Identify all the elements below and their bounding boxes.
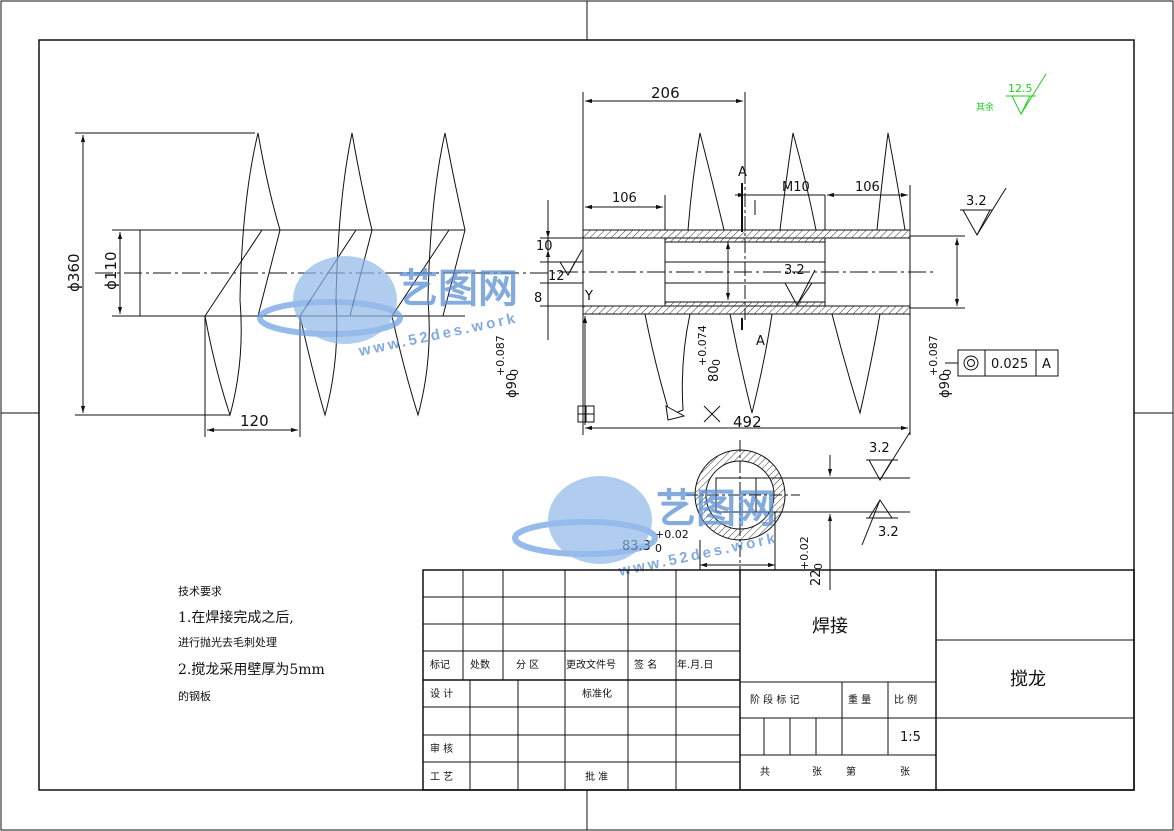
dim-d90-right: ϕ90 +0.087 0 <box>927 335 954 398</box>
tb-mark: 标记 <box>430 659 450 671</box>
section-a-top: A <box>738 165 747 180</box>
title-block <box>422 569 1135 791</box>
tb-count: 处数 <box>470 658 490 671</box>
watermark-logo-2 <box>512 476 658 564</box>
dim-d90-left: ϕ90 +0.087 0 <box>494 335 521 398</box>
tb-scale: 1:5 <box>900 730 921 745</box>
dim-106-left: 106 <box>612 191 637 206</box>
dim-d360: ϕ360 <box>65 253 83 292</box>
svg-text:0: 0 <box>710 359 723 366</box>
general-roughness <box>1006 73 1047 116</box>
tb-zone: 分 区 <box>516 659 539 671</box>
title-block-text: 标记 处数 分 区 更改文件号 签 名 年.月.日 设 计 标准化 审 核 工 … <box>430 616 1046 783</box>
roughness-right: 3.2 <box>966 194 987 209</box>
tb-material: 焊接 <box>812 616 848 637</box>
tb-design: 设 计 <box>430 687 453 700</box>
dim-12: 12 <box>548 269 565 284</box>
roughness-sec-top: 3.2 <box>869 441 890 456</box>
roughness-other-value: 12.5 <box>1008 82 1033 95</box>
svg-text:0: 0 <box>941 369 954 376</box>
requirements-line2: 进行抛光去毛刺处理 <box>178 635 277 649</box>
dim-206: 206 <box>651 84 680 102</box>
svg-text:0: 0 <box>508 369 521 376</box>
tb-weight: 重 量 <box>848 693 871 706</box>
tb-process: 工 艺 <box>430 771 453 783</box>
svg-text:+0.02: +0.02 <box>798 536 811 570</box>
auger-section-view <box>540 92 1059 435</box>
roughness-inner: 3.2 <box>784 263 805 278</box>
section-a-bottom: A <box>756 334 765 349</box>
tb-sheets2: 张 <box>900 766 910 778</box>
tb-sheets1: 张 <box>812 766 822 778</box>
watermark-brand-1: 艺图网 <box>398 267 518 311</box>
dim-m10: M10 <box>782 180 810 195</box>
tb-review: 审 核 <box>430 742 453 755</box>
svg-text:ϕ90: ϕ90 <box>505 373 520 398</box>
svg-text:+0.02: +0.02 <box>655 528 689 541</box>
section-aa <box>686 431 911 590</box>
tb-sign: 签 名 <box>634 658 657 671</box>
tb-approve: 批 准 <box>585 770 608 783</box>
requirements-line4: 的钢板 <box>178 689 211 703</box>
dim-d80: 80 +0.074 0 <box>696 325 723 382</box>
watermark-brand-2: 艺图网 <box>656 487 776 531</box>
watermark-logo-1 <box>257 256 403 344</box>
dim-8: 8 <box>534 291 542 306</box>
dim-120: 120 <box>240 412 269 430</box>
svg-text:ϕ90: ϕ90 <box>938 373 953 398</box>
requirements-line1: 1.在焊接完成之后, <box>178 609 294 626</box>
tb-standard: 标准化 <box>582 687 612 700</box>
flatness-value: 0.025 <box>991 357 1028 372</box>
requirements-line3: 2.搅龙采用壁厚为5mm <box>178 662 325 678</box>
tb-part-name: 搅龙 <box>1010 669 1046 690</box>
svg-text:80: 80 <box>707 365 722 382</box>
tb-date: 年.月.日 <box>677 658 713 671</box>
dim-22: 22 +0.02 0 <box>798 536 825 586</box>
tb-stage: 阶 段 标 记 <box>750 693 800 706</box>
svg-text:+0.074: +0.074 <box>696 325 709 366</box>
datum-letter: A <box>1042 357 1051 372</box>
roughness-sec-bottom: 3.2 <box>878 525 899 540</box>
label-y: Y <box>584 289 593 304</box>
svg-text:0: 0 <box>812 563 825 570</box>
requirements-title: 技术要求 <box>178 585 222 598</box>
svg-text:0: 0 <box>655 542 662 555</box>
dim-10: 10 <box>536 239 553 254</box>
dim-492: 492 <box>733 413 762 431</box>
dim-106-right: 106 <box>855 180 880 195</box>
tb-change: 更改文件号 <box>566 658 616 671</box>
svg-text:+0.087: +0.087 <box>927 335 940 376</box>
roughness-other-label: 其余 <box>976 101 994 113</box>
tb-nth: 第 <box>846 765 856 778</box>
dim-d110: ϕ110 <box>102 251 120 290</box>
svg-text:+0.087: +0.087 <box>494 335 507 376</box>
svg-text:22: 22 <box>809 569 824 586</box>
tb-ratio: 比 例 <box>894 693 917 706</box>
tb-total: 共 <box>760 766 770 778</box>
